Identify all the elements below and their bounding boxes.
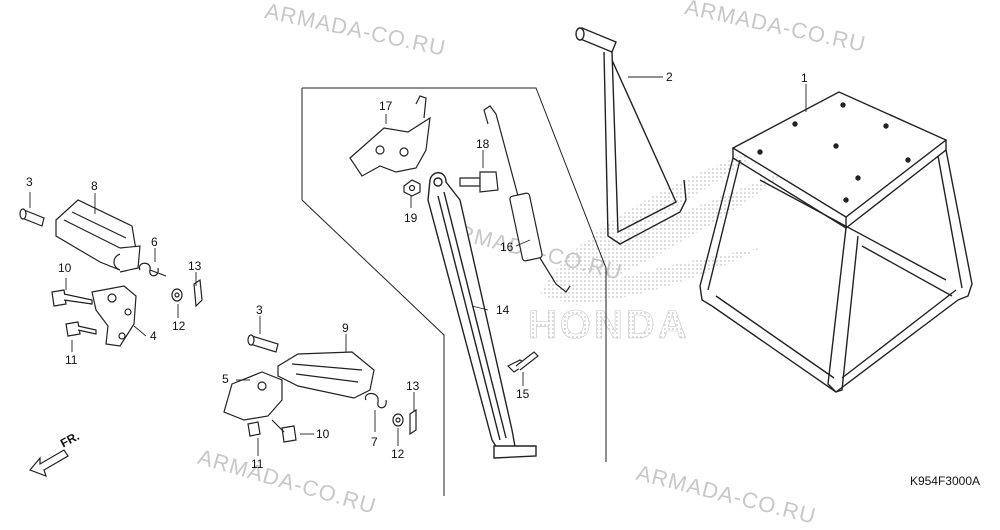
- callout-13-repeat: 13: [406, 379, 420, 393]
- part-pin-3-top: [19, 208, 45, 227]
- part-stand-box: [699, 91, 973, 393]
- diagram-code: K954F3000A: [909, 474, 980, 488]
- callout-11-repeat: 11: [251, 457, 264, 471]
- callout-15: 15: [516, 387, 530, 401]
- part-spring-7: [364, 392, 387, 409]
- callout-10-repeat: 10: [316, 427, 330, 441]
- callout-19: 19: [404, 211, 418, 225]
- honda-logo-text: HONDA: [528, 303, 690, 347]
- callout-labels: 1 2 3 4 5 6 7 8 9 10 11 12 13 14 15 16 1…: [26, 70, 808, 471]
- callout-2: 2: [666, 70, 673, 84]
- part-pin-3-bottom: [247, 334, 279, 353]
- part-spring: [483, 105, 571, 293]
- honda-wing-logo: HONDA: [528, 145, 790, 347]
- callout-14: 14: [496, 303, 510, 317]
- part-bracket-4: [91, 285, 137, 347]
- callout-10: 10: [58, 261, 72, 275]
- callout-17: 17: [379, 99, 393, 113]
- leader-lines: [29, 76, 807, 456]
- parts-diagram: ARMADA-CO.RU ARMADA-CO.RU ARMADA-CO.RU A…: [19, 0, 980, 529]
- part-spring-6-top: [138, 262, 167, 277]
- part-washer-12-top: [171, 288, 183, 302]
- part-side-stand: [427, 172, 537, 459]
- part-cotter-13-top: [193, 278, 203, 308]
- part-bolt-11-top: [65, 321, 97, 337]
- part-cotter-13-bottom: [409, 408, 417, 436]
- part-bracket-5: [223, 371, 283, 421]
- part-bolt-11-bottom: [247, 421, 261, 437]
- direction-arrow-icon: [28, 449, 69, 478]
- callout-7: 7: [371, 435, 378, 449]
- callout-11: 11: [65, 353, 78, 367]
- callout-9: 9: [342, 321, 349, 335]
- callout-8: 8: [91, 179, 98, 193]
- callout-3: 3: [26, 175, 33, 189]
- group-boundary: [301, 87, 607, 496]
- part-bolt-10-bottom: [271, 419, 297, 443]
- callout-12-repeat: 12: [391, 447, 405, 461]
- part-nut-19: [403, 179, 421, 197]
- part-footpeg-9: [277, 351, 375, 399]
- callout-4: 4: [150, 329, 157, 343]
- callout-16: 16: [500, 240, 514, 254]
- diagram-drawing: HONDA: [19, 27, 973, 496]
- callout-18: 18: [476, 137, 490, 151]
- callout-5: 5: [222, 372, 229, 386]
- part-stand-bracket: [349, 95, 431, 177]
- part-footpeg-8: [55, 199, 141, 273]
- part-washer-12-bottom: [392, 413, 404, 427]
- callout-3-repeat: 3: [256, 303, 263, 317]
- callout-12: 12: [172, 319, 186, 333]
- part-bolt-15: [506, 351, 539, 373]
- callout-13: 13: [188, 259, 202, 273]
- part-bolt-10-top: [51, 289, 93, 307]
- part-lift-stand: [575, 27, 687, 245]
- part-bolt-18: [459, 171, 499, 193]
- callout-1: 1: [801, 71, 808, 85]
- callout-6: 6: [151, 235, 158, 249]
